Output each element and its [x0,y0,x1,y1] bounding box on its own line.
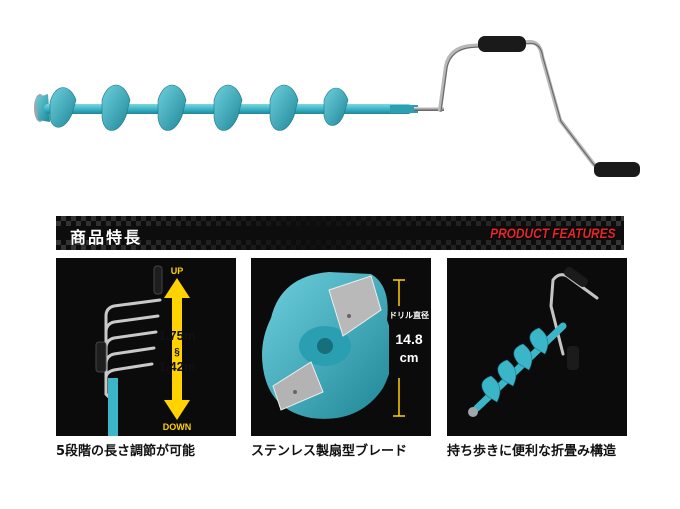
up-label: UP [171,266,184,276]
feature-panel-length: UP DOWN 1.75m § 1.42m [56,258,236,436]
feature-caption-folding: 持ち歩きに便利な折畳み構造 [447,444,617,459]
feature-caption-blade: ステンレス製扇型ブレード [251,444,408,459]
banner-title-en: PRODUCT FEATURES [490,225,616,241]
range-symbol: § [174,347,180,358]
upper-grip [478,36,526,52]
crank-handle [438,40,614,171]
product-features-banner: 商品特長 PRODUCT FEATURES [56,216,624,250]
feature-caption-length: 5段階の長さ調節が可能 [56,444,196,459]
banner-title: 商品特長 [70,228,143,247]
diameter-value: 14.8 [395,331,422,347]
ice-auger-product-image [34,36,640,177]
min-length: 1.42m [159,359,196,374]
feature-panel-blade: ドリル直径 14.8 cm [251,258,431,436]
folded-auger-illustration [468,267,599,417]
auger-flights [49,84,349,131]
length-adjust-illustration: UP DOWN 1.75m § 1.42m [95,265,196,436]
diameter-label: ドリル直径 [389,310,429,320]
max-length: 1.75m [159,328,196,343]
down-label: DOWN [163,422,192,432]
lower-grip [594,162,640,177]
diameter-unit: cm [400,350,419,365]
cutting-head [34,94,50,122]
blade-illustration: ドリル直径 14.8 cm [262,272,429,419]
feature-panel-folding [447,258,627,436]
